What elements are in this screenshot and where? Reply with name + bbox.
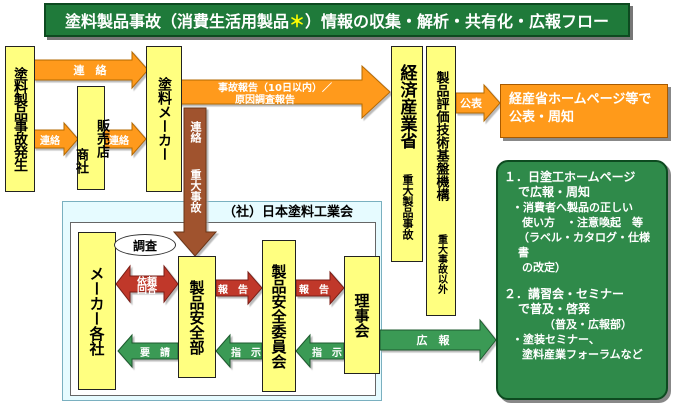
label-renraku-top: 連 絡 [73, 64, 107, 77]
dealer-line2: 商社 [73, 148, 88, 174]
label-hokoku-2: 報 告 [299, 284, 329, 296]
info-line7: ２．講習会・セミナー [504, 287, 625, 301]
nite-note: 重大事故以外 [435, 234, 447, 294]
arrow-dept-to-committee [215, 270, 263, 306]
label-irai: 依頼 [137, 276, 157, 288]
dealer-line1: 販売店 [94, 118, 109, 158]
label-shiji-1: 指 示 [231, 347, 261, 359]
label-koho-right: 公表 [460, 97, 482, 110]
info-line8: で普及・啓発 [518, 302, 591, 316]
info-line5: （ラベル・カタログ・仕様書 [518, 231, 650, 259]
meti-name: 経済産業省 [396, 63, 417, 149]
arrow-committee-to-dept [215, 333, 263, 369]
node-safety-dept: 製品安全部 [178, 256, 216, 378]
info-line6: の改定） [522, 261, 566, 274]
info-line3: ・消費者へ製品の正しい [512, 201, 633, 214]
info-line9: （普及・広報部） [544, 318, 632, 331]
arrow-maker-to-meti [163, 64, 391, 120]
arrow-dealer-to-maker [102, 121, 147, 157]
node-accident: 塗料製品事故発生 [5, 46, 35, 192]
info-spacer [504, 275, 660, 287]
title-star: ＊ [288, 12, 305, 31]
label-renraku-mid: 連絡 [109, 135, 129, 147]
info-line11: 塗料産業フォーラムなど [522, 348, 643, 361]
arrow-accident-to-maker [33, 50, 149, 90]
label-renraku-down: 連絡 [189, 121, 202, 143]
label-shiji-2: 指 示 [312, 347, 342, 359]
title-main: 塗料製品事故（消費生活用製品 [64, 12, 289, 31]
arrow-dept-to-makers [117, 333, 179, 369]
node-board: 理事会 [344, 256, 380, 374]
arrow-committee-to-board [295, 270, 345, 306]
nite-name: 製品評価技術基盤機構 [433, 71, 449, 201]
label-hokoku-1: 報 告 [218, 284, 248, 296]
arrow-nite-to-publish [455, 83, 501, 123]
label-report-line2: 原因調査報告 [235, 94, 295, 106]
arrow-board-to-committee [295, 333, 345, 369]
label-kaito: 回答 [137, 284, 157, 296]
info-line4: 使い方 ・注意喚起 等 [522, 216, 643, 229]
info-line1: １．日塗工ホームページ [504, 170, 636, 184]
label-juudai-down: 重大事故 [189, 169, 202, 213]
node-safety-committee: 製品安全委員会 [262, 240, 296, 392]
association-label: （社）日本塗料工業会 [222, 204, 353, 220]
title-tail: ）情報の収集・解析・共有化・広報フロー [305, 12, 610, 31]
publish-box: 経産省ホームページ等で公表・周知 [500, 84, 668, 138]
node-dealer: 販売店 商社 [73, 86, 109, 190]
page-title: 塗料製品事故（消費生活用製品＊）情報の収集・解析・共有化・広報フロー [44, 3, 630, 37]
info-line2: で広報・周知 [518, 185, 591, 199]
arrow-board-to-info [379, 318, 497, 362]
label-koho-bottom: 広 報 [416, 334, 450, 347]
arrow-maker-to-association [172, 107, 218, 257]
survey-bubble: 調査 [114, 234, 176, 256]
node-maker: 塗料メーカー [146, 46, 182, 192]
arrow-accident-to-dealer [33, 121, 79, 157]
info-box: １．日塗工ホームページ で広報・周知 ・消費者へ製品の正しい 使い方 ・注意喚起… [496, 160, 668, 400]
label-report-line1: 事故報告（10日以内）／ [218, 83, 332, 94]
node-meti: 経済産業省 重大製品事故 [391, 46, 423, 262]
label-renraku-left: 連絡 [40, 135, 60, 147]
node-makers: メーカー各社 [78, 232, 116, 390]
label-yosei: 要 請 [140, 347, 170, 359]
node-nite: 製品評価技術基盤機構 重大事故以外 [426, 46, 456, 316]
info-line10: ・塗装セミナー、 [512, 333, 600, 346]
meti-note: 重大製品事故 [401, 174, 414, 240]
